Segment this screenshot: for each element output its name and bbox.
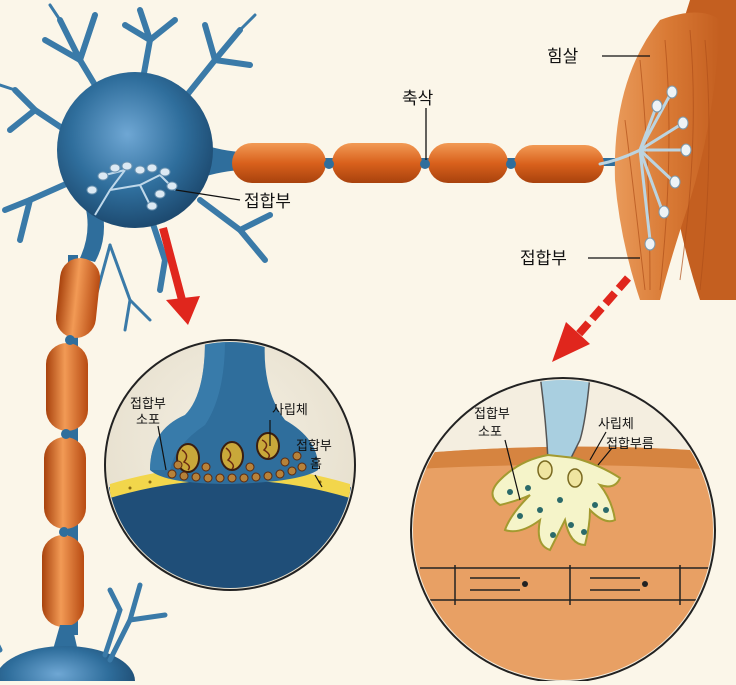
myelin-sheath [332,143,422,183]
label-left-vesicle-2: 소포 [136,413,160,428]
inset-neuromuscular-junction [400,375,720,681]
label-muscle: 힘살 [547,47,579,67]
myelinated-axon-horizontal [230,143,630,183]
label-junction-left: 접합부 [244,192,291,212]
label-right-vesicle-1: 접합부 [474,407,510,422]
myelin-sheath [514,145,604,183]
label-axon: 축삭 [402,89,434,109]
arrow-to-right-inset [552,278,628,362]
myelin-sheath [44,437,86,529]
label-right-mitochondria: 사립체 [598,417,634,432]
muscle [600,0,736,300]
label-right-gap: 접합부름 [606,437,654,452]
arrow-to-left-inset [163,228,200,325]
myelin-sheath [54,256,102,340]
myelinated-axon-vertical [42,255,102,635]
myelin-sheath [42,535,84,627]
label-left-vesicle-1: 접합부 [130,397,166,412]
label-left-mitochondria: 사립체 [272,403,308,418]
label-left-cleft-2: 홈 [310,457,322,472]
myelin-sheath [428,143,508,183]
myelin-sheath [232,143,326,183]
label-right-vesicle-2: 소포 [478,425,502,440]
myelin-sheath [46,343,88,431]
label-left-cleft-1: 접합부 [296,439,332,454]
label-junction-right: 접합부 [520,249,567,269]
neuron-cell-body [0,5,270,330]
